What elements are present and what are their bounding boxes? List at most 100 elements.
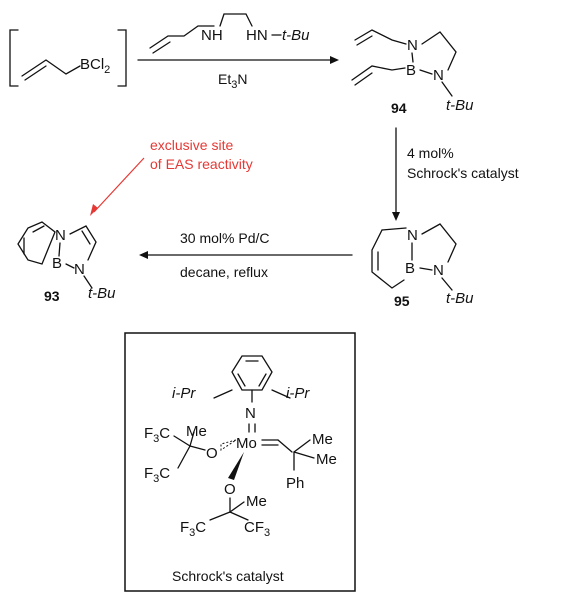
arrowhead-2 [392, 212, 400, 221]
diamine-tbu: t-Bu [282, 27, 310, 44]
arrowhead-1 [330, 56, 339, 64]
eas-annotation: exclusive site of EAS reactivity [90, 137, 253, 216]
ipr-left: i-Pr [172, 385, 196, 402]
ring93-five-double [81, 230, 91, 245]
alkoxide-me-left: Me [186, 423, 207, 440]
aryl-ring [231, 355, 273, 391]
cf3-bottom-right: CF3 [244, 519, 270, 539]
aryl-double-2 [237, 373, 246, 387]
ring94-ethylene [421, 31, 457, 71]
c-cf3-bottom-left [209, 511, 231, 521]
alkylidene-ph: Ph [286, 475, 304, 492]
ipr-left-bond [213, 389, 233, 399]
ring94-n1: N [407, 37, 418, 54]
ring95-tbu-bond [441, 277, 453, 291]
diamine-hn: HN [246, 27, 268, 44]
compound-95-number: 95 [394, 293, 410, 309]
ring94-tbu-bond [441, 81, 453, 97]
alkylidene-me-bond-1 [293, 439, 311, 453]
catalyst-frame [124, 332, 356, 592]
ring93-b-n2 [65, 263, 75, 269]
bcl2-label: BCl2 [80, 56, 110, 76]
allyl-on-n [354, 29, 407, 45]
ring94-tbu: t-Bu [446, 97, 474, 114]
ring95-diene-ring [371, 229, 405, 289]
alkoxide-me-bottom: Me [246, 493, 267, 510]
c-cf3-bottom-right [229, 511, 249, 521]
ring94-n2: N [433, 67, 444, 84]
compound-94-number: 94 [391, 100, 407, 116]
ring95-n1: N [407, 227, 418, 244]
allyl-double-bond [24, 65, 47, 81]
c-cf3-upper [173, 435, 191, 447]
cf3-lower-left: F3C [144, 465, 170, 485]
mo-o-bottom-wedge [228, 452, 244, 480]
reaction-1: NH HN t-Bu Et3N [137, 13, 339, 91]
schrock-catalyst-box: i-Pr i-Pr N Mo Me Me Ph O F3C F3C Me O M… [124, 332, 356, 592]
ring95-b-n2 [419, 267, 433, 271]
right-bracket [117, 29, 127, 87]
arrowhead-3 [139, 251, 148, 259]
eas-annotation-arrowhead [90, 204, 98, 216]
ring93-n1: N [55, 227, 66, 244]
imido-n: N [245, 405, 256, 422]
eas-annotation-line-1: exclusive site [150, 137, 233, 153]
allyl-on-b [351, 65, 406, 81]
cf3-upper-left: F3C [144, 425, 170, 445]
alkylidene-c [277, 439, 293, 453]
alkoxide-o-bottom: O [224, 481, 236, 498]
cf3-bottom-left: F3C [180, 519, 206, 539]
aryl-double-3 [258, 373, 267, 387]
reaction-3: 30 mol% Pd/C decane, reflux [139, 230, 353, 280]
ring93-b: B [52, 255, 62, 272]
ring95-b: B [405, 260, 415, 277]
o-c-left [189, 445, 206, 451]
rcm-catalyst: Schrock's catalyst [407, 165, 519, 181]
rcm-loading: 4 mol% [407, 145, 454, 161]
ring94-b: B [406, 62, 416, 79]
eas-annotation-line-2: of EAS reactivity [150, 156, 253, 172]
ipr-right-bond [271, 389, 291, 399]
ring94-b-n2 [419, 69, 433, 75]
c-cf3-lower [177, 445, 191, 469]
ipr-right: i-Pr [286, 385, 310, 402]
c-me-bottom [229, 501, 245, 513]
pd-loading: 30 mol% Pd/C [180, 230, 269, 246]
ring95-n2: N [433, 262, 444, 279]
ring93-tbu: t-Bu [88, 285, 116, 302]
left-bracket [9, 29, 19, 87]
catalyst-caption: Schrock's catalyst [172, 568, 284, 584]
compound-95: N B N t-Bu 95 [371, 223, 474, 309]
allyl-chain [21, 59, 81, 77]
ring93-six-outline [17, 221, 56, 265]
compound-93: N B N t-Bu 93 [17, 221, 116, 304]
ring95-ethylene [421, 223, 457, 263]
molybdenum: Mo [236, 435, 257, 452]
allylboron-dichloride: BCl2 [9, 29, 127, 87]
ring93-five [69, 225, 97, 261]
diamine-ethylene [219, 13, 253, 27]
compound-93-number: 93 [44, 288, 60, 304]
ring93-double-2 [32, 225, 45, 233]
alkylidene-me-bond-2 [293, 451, 315, 459]
diamine-double-bond [152, 41, 171, 54]
allyl-on-n-double [356, 35, 373, 46]
ring95-tbu: t-Bu [446, 290, 474, 307]
alkylidene-me-2: Me [316, 451, 337, 468]
c-me-left [189, 431, 195, 447]
allyl-on-b-double [354, 72, 373, 86]
ring93-tbu-bond [83, 275, 93, 289]
ring94-n1-b [411, 52, 414, 63]
alkoxide-o-left: O [206, 445, 218, 462]
mo-o-left-hashed [220, 439, 237, 451]
ring93-n1-b [58, 242, 61, 257]
base-label: Et3N [218, 71, 247, 91]
solvent-conditions: decane, reflux [180, 264, 268, 280]
diamine-nh: NH [201, 27, 223, 44]
diamine-allyl-chain [149, 25, 215, 49]
ring95-top [381, 227, 407, 231]
ring93-n2: N [74, 261, 85, 278]
compound-94: N N B t-Bu 94 [351, 29, 474, 116]
reaction-2: 4 mol% Schrock's catalyst [392, 127, 519, 221]
